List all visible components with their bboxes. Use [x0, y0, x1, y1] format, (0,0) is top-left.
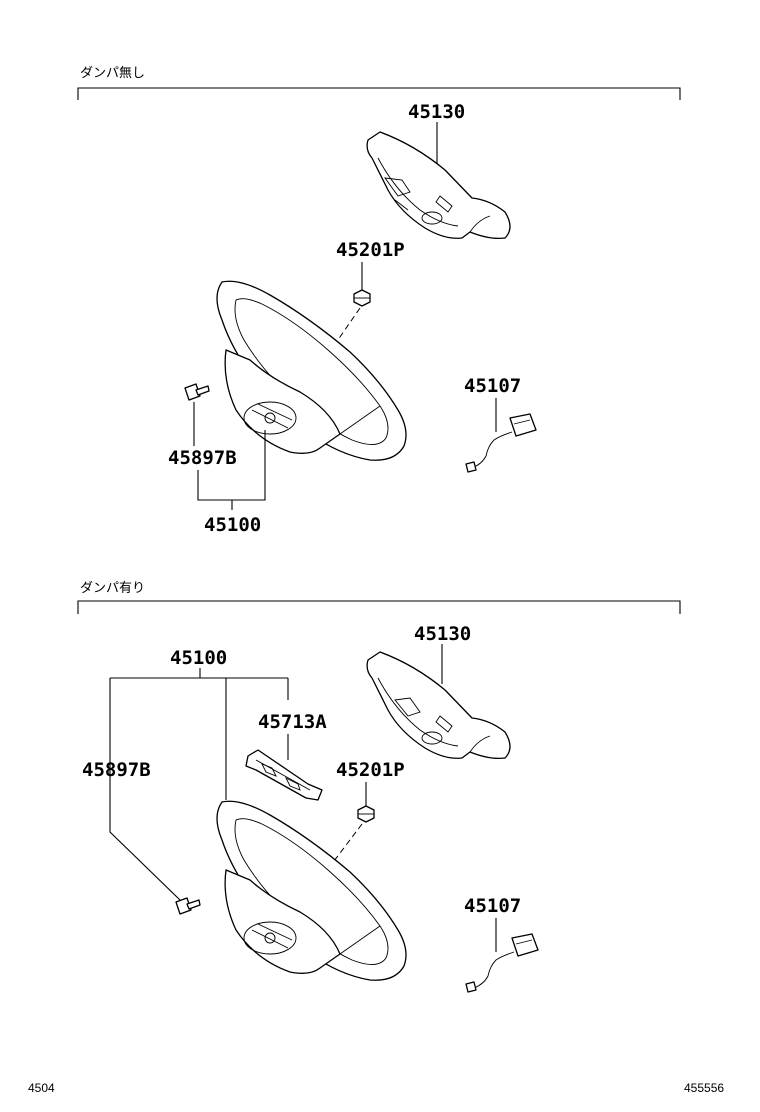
- bolt-icon[interactable]: [184, 383, 210, 401]
- label-45201p: 45201P: [336, 239, 405, 261]
- label-45897b: 45897B: [82, 759, 151, 781]
- label-45201p: 45201P: [336, 759, 405, 781]
- label-45897b: 45897B: [168, 447, 237, 469]
- steering-wheel[interactable]: [216, 800, 407, 981]
- horn-pad[interactable]: [366, 651, 511, 760]
- label-45713a: 45713A: [258, 711, 327, 733]
- label-45107: 45107: [464, 375, 521, 397]
- wire-harness[interactable]: [465, 933, 539, 993]
- section-with-damper: ダンパ有り 45130 45100 45713A 45897B: [77, 581, 681, 993]
- damper[interactable]: [245, 749, 323, 801]
- section-bracket: [77, 600, 681, 614]
- label-45107: 45107: [464, 895, 521, 917]
- page-number-left: 4504: [28, 1081, 55, 1095]
- wire-harness[interactable]: [465, 413, 537, 473]
- label-45100: 45100: [170, 647, 227, 669]
- label-45100: 45100: [204, 514, 261, 536]
- horn-pad[interactable]: [366, 131, 511, 240]
- section-bracket: [77, 87, 681, 100]
- steering-wheel[interactable]: [216, 280, 407, 461]
- section-without-damper: ダンパ無し 45130 45201P: [77, 66, 681, 536]
- label-45130: 45130: [408, 101, 465, 123]
- nut-icon[interactable]: [357, 805, 375, 823]
- page-number-right: 455556: [684, 1081, 724, 1095]
- section-title: ダンパ無し: [80, 66, 145, 81]
- leader-45100: [109, 668, 289, 901]
- bolt-icon[interactable]: [175, 897, 201, 915]
- label-45130: 45130: [414, 623, 471, 645]
- section-title: ダンパ有り: [80, 581, 145, 596]
- nut-icon[interactable]: [353, 289, 371, 307]
